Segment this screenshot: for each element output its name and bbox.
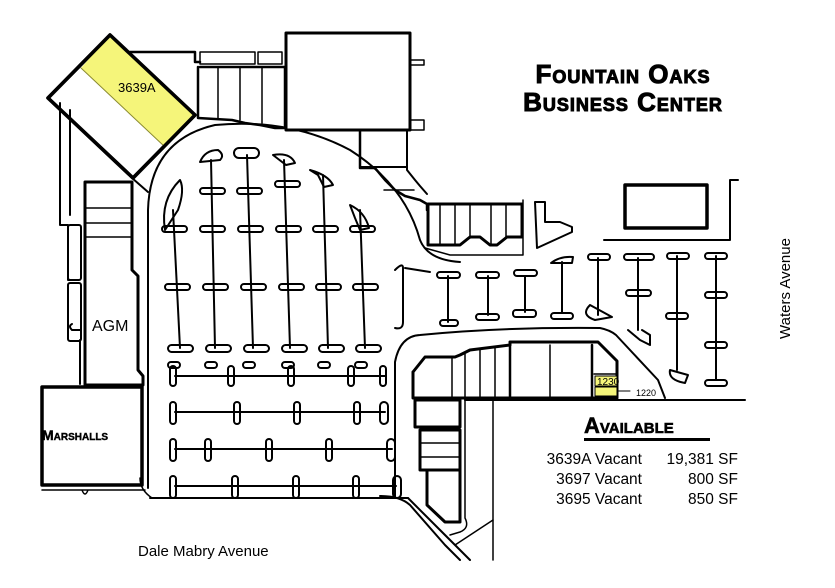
building-cluster-southeast[interactable] [394,326,746,561]
availability-rows: 3639A Vacant 19,381 SF 3697 Vacant 800 S… [520,450,740,510]
unit-label-1220: 1220 [636,388,657,398]
building-marshalls[interactable] [40,385,144,487]
building-northeast[interactable] [603,179,739,241]
title-line-2: Business Center [523,87,723,117]
west-strip [59,102,82,385]
availability-unit: 3695 Vacant [556,491,642,508]
parking-islands-east [394,252,728,387]
availability-legend: Available 3639A Vacant 19,381 SF 3697 Va… [520,413,740,510]
north-strip-buildings[interactable] [128,50,287,130]
availability-unit: 3697 Vacant [556,471,642,488]
building-agm[interactable] [83,180,145,387]
availability-size: 850 SF [688,491,738,508]
unit-label-agm: AGM [92,318,129,335]
availability-size: 800 SF [688,471,738,488]
availability-row: 3697 Vacant 800 SF [520,470,740,490]
parking-islands-west [161,147,382,353]
title-line-1: Fountain Oaks [535,59,711,89]
availability-heading: Available [584,413,710,441]
map-title: Fountain Oaks Business Center [478,59,768,117]
parking-islands-south [167,361,402,499]
road-label-waters: Waters Avenue [776,238,794,339]
availability-row: 3639A Vacant 19,381 SF [520,450,740,470]
building-row-center[interactable] [424,199,524,256]
unit-label-1230: 1230 [597,377,620,388]
unit-label-3639a: 3639A [118,80,156,95]
availability-size: 19,381 SF [666,451,738,468]
availability-unit: 3639A Vacant [546,451,642,468]
unit-label-marshalls: Marshalls [42,427,109,443]
availability-row: 3695 Vacant 850 SF [520,490,740,510]
building-anchor-north[interactable] [284,31,429,212]
road-label-dale-mabry: Dale Mabry Avenue [138,543,269,560]
